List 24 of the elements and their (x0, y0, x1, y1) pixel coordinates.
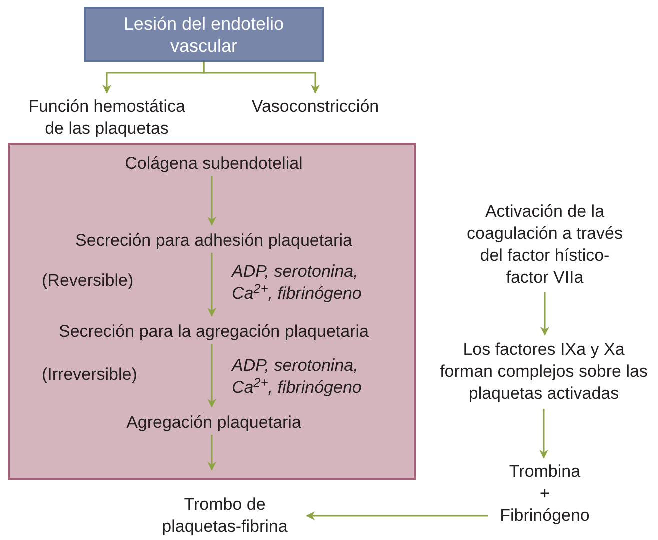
arrow (208, 176, 216, 226)
factor-note: ADP, serotonina, Ca$^{2+}$, fibrinógeno (232, 261, 363, 305)
arrow (203, 62, 320, 94)
process-box: Lesión del endotelio vascular (84, 7, 324, 62)
step-text: Agregación plaquetaria (22, 411, 406, 435)
arrow (540, 292, 550, 336)
step-text: Secreción para adhesión plaquetaria (22, 229, 406, 253)
step-text: Trombo de plaquetas-fibrina (145, 494, 305, 538)
arrow (208, 253, 216, 317)
phase-label: (Reversible) (42, 270, 135, 292)
step-text: Vasoconstricción (228, 95, 403, 119)
factor-note: ADP, serotonina, Ca$^{2+}$, fibrinógeno (232, 355, 363, 399)
group-panel (8, 143, 416, 480)
step-text: Los factores IXa y Xa forman complejos sobre las plaquetas activadas (436, 337, 652, 407)
step-text: Función hemostática de las plaquetas (22, 95, 192, 141)
step-text: Secreción para la agregación plaquetaria (14, 320, 414, 344)
step-text: Activación de la coagulación a través del factor hístico-factor VIIa (462, 200, 628, 290)
step-text: Trombina + Fibrinógeno (488, 460, 602, 528)
step-text: Colágena subendotelial (22, 152, 406, 176)
phase-label: (Irreversible) (42, 364, 138, 386)
arrow (208, 344, 216, 408)
arrow (208, 435, 216, 471)
arrow (306, 512, 488, 520)
arrow (540, 409, 548, 459)
